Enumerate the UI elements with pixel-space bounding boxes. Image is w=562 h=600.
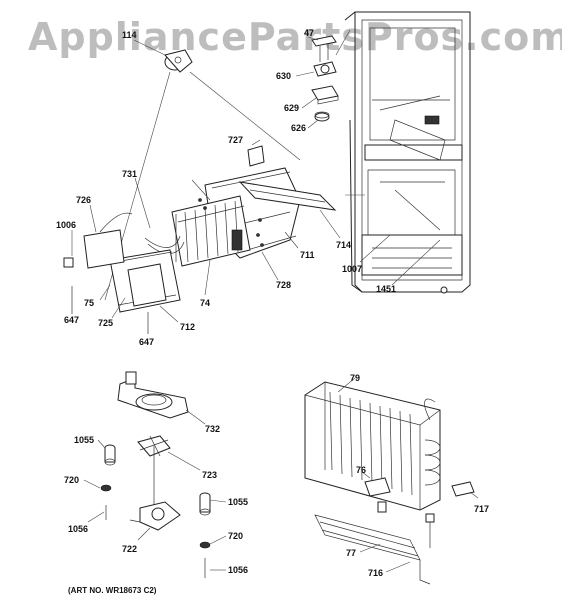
callout-75: 75: [84, 298, 94, 308]
callout-712: 712: [180, 322, 195, 332]
callout-76: 76: [356, 465, 366, 475]
evaporator-assembly: [63, 71, 441, 334]
callout-79: 79: [350, 373, 360, 383]
callout-711: 711: [300, 250, 315, 260]
callout-726: 726: [76, 195, 91, 205]
callout-647-left: 647: [64, 315, 79, 325]
callout-727: 727: [228, 135, 243, 145]
damper-assembly: [295, 29, 351, 129]
callout-47: 47: [304, 28, 314, 38]
callout-labels: 114 47 630 629 626 727 731 726 1006 75 6…: [56, 28, 489, 578]
callout-1007: 1007: [342, 264, 362, 274]
art-number-label: (ART NO. WR18673 C2): [68, 586, 157, 595]
callout-630: 630: [276, 71, 291, 81]
callout-1451: 1451: [376, 284, 396, 294]
callout-731: 731: [122, 169, 137, 179]
callout-722: 722: [122, 544, 137, 554]
callout-74: 74: [200, 298, 210, 308]
condenser-fan-assembly: [83, 371, 227, 578]
callout-114: 114: [122, 30, 137, 40]
callout-626: 626: [291, 123, 306, 133]
callout-647-bottom: 647: [139, 337, 154, 347]
callout-1056-left: 1056: [68, 524, 88, 534]
callout-1055-left: 1055: [74, 435, 94, 445]
callout-1006: 1006: [56, 220, 76, 230]
fan-motor: [133, 39, 193, 73]
callout-728: 728: [276, 280, 291, 290]
callout-717: 717: [474, 504, 489, 514]
callout-716: 716: [368, 568, 383, 578]
callout-723: 723: [202, 470, 217, 480]
callout-77: 77: [346, 548, 356, 558]
watermark-text: AppliancePartsPros.com: [28, 15, 562, 59]
callout-629: 629: [284, 103, 299, 113]
callout-720-right: 720: [228, 531, 243, 541]
condenser-assembly: [304, 377, 479, 585]
callout-732: 732: [205, 424, 220, 434]
callout-714: 714: [336, 240, 351, 250]
callout-1056-right: 1056: [228, 565, 248, 575]
callout-725: 725: [98, 318, 113, 328]
callout-720-left: 720: [64, 475, 79, 485]
callout-1055-right: 1055: [228, 497, 248, 507]
refrigerator-cabinet: [344, 11, 471, 294]
